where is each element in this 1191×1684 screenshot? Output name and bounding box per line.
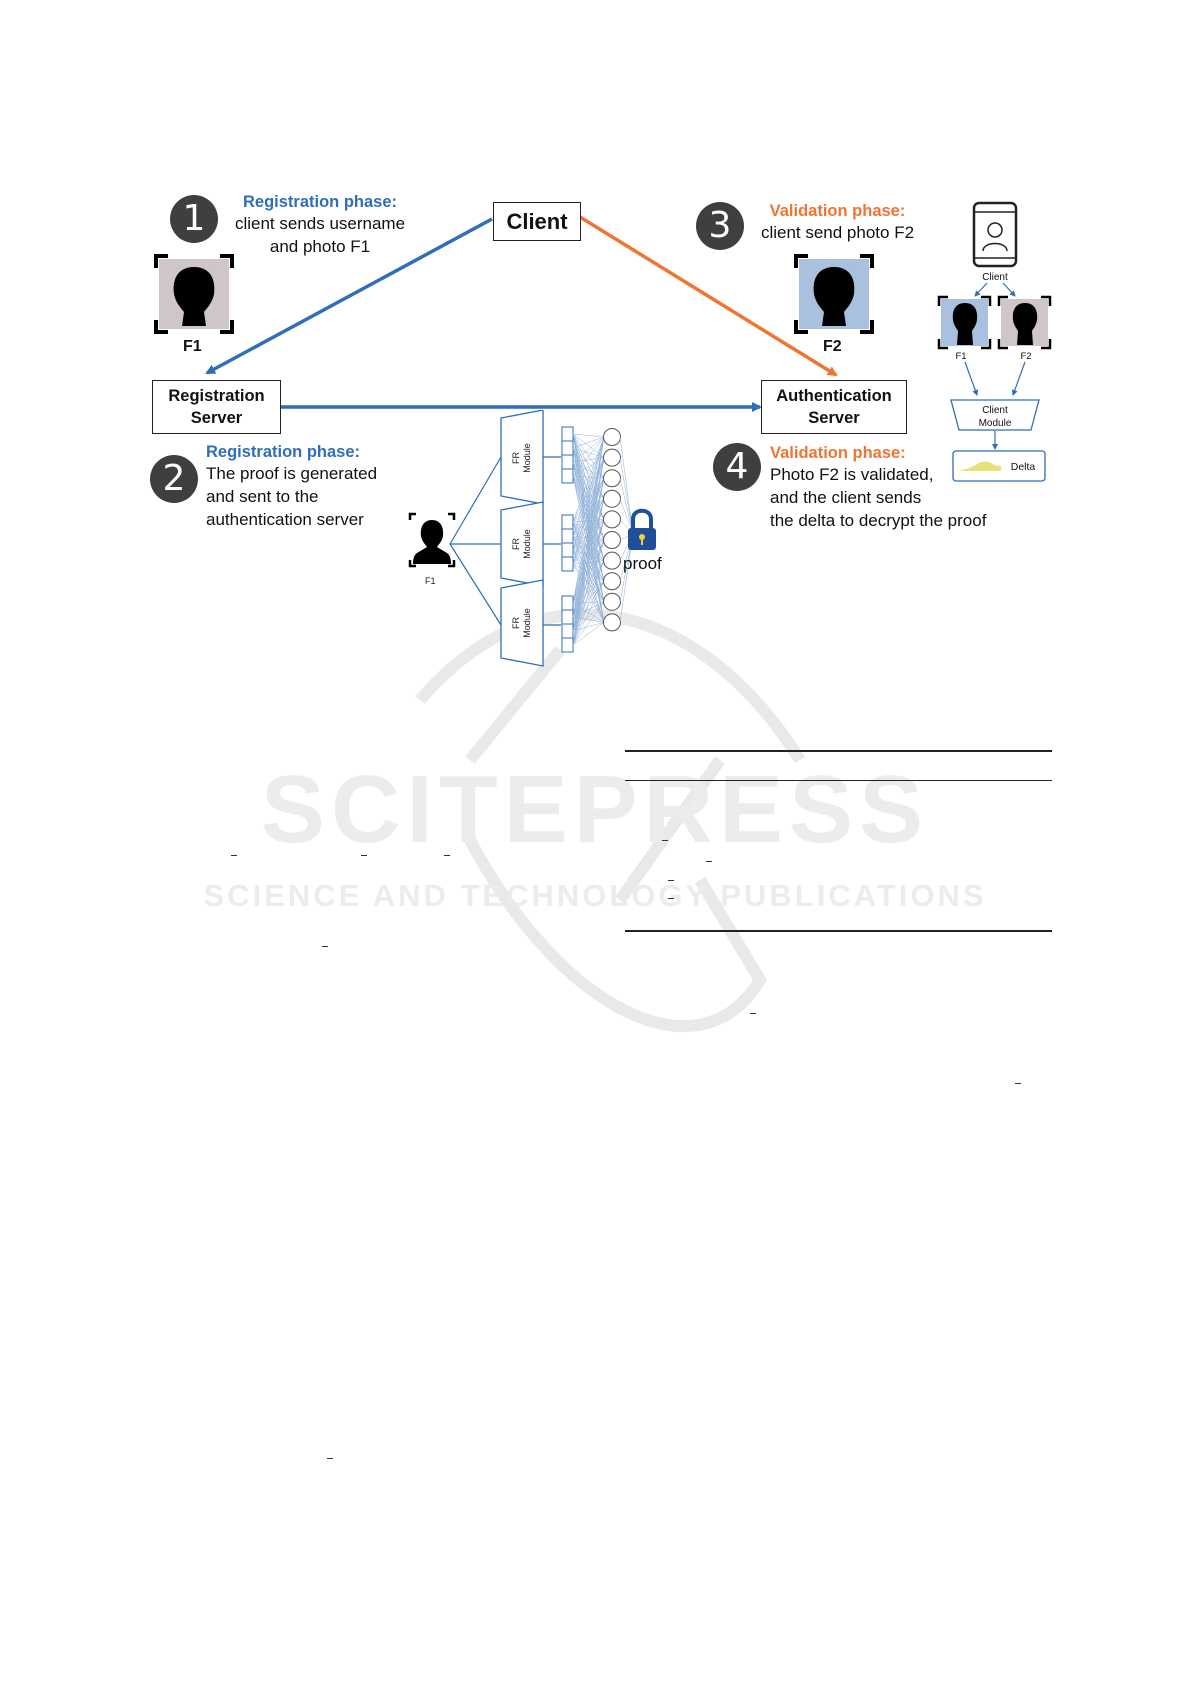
step-2-line2: and sent to the <box>206 487 319 506</box>
watermark-subtitle: SCIENCE AND TECHNOLOGY PUBLICATIONS <box>203 878 986 913</box>
registration-server-label-line2: Server <box>190 409 243 427</box>
step-1-line1: client sends username <box>234 214 406 233</box>
neuron <box>603 489 621 508</box>
authentication-server-box: Authentication Server <box>761 380 907 434</box>
dash-mark <box>662 840 668 841</box>
step-4-line2: and the client sends <box>770 488 922 507</box>
step-1-badge: 1 <box>170 195 218 243</box>
photo-f2-label: F2 <box>823 338 842 355</box>
dash-mark <box>668 880 674 881</box>
step-4-text: Validation phase: Photo F2 is validated,… <box>770 444 1030 532</box>
dash-mark <box>327 1458 333 1459</box>
step-2-text: Registration phase: The proof is generat… <box>206 443 416 531</box>
client-panel: Client F1 F2 Client Module Delta <box>937 201 1052 482</box>
registration-server-box: Registration Server <box>152 380 281 434</box>
dash-mark <box>706 861 712 862</box>
neuron <box>603 551 621 570</box>
table-rule-bottom <box>625 930 1052 932</box>
step-3-badge: 3 <box>696 202 744 250</box>
dash-mark <box>750 1013 756 1014</box>
delta-key-icon <box>959 461 1001 471</box>
table-rule-top <box>625 750 1052 752</box>
client-panel-f2-label: F2 <box>1020 351 1031 362</box>
dash-mark <box>322 946 328 947</box>
step-1-text: Registration phase: client sends usernam… <box>225 193 415 258</box>
input-f1-label: F1 <box>425 576 436 586</box>
client-panel-photo-f1-icon <box>937 295 992 350</box>
client-panel-f1-label: F1 <box>955 351 966 362</box>
neuron <box>603 448 621 467</box>
lock-icon <box>628 508 656 550</box>
fr-modules <box>500 410 544 667</box>
client-label: Client <box>506 208 568 234</box>
fr-module-1-label-line2: Module <box>522 443 532 473</box>
client-module-label-line2: Module <box>979 418 1012 429</box>
step-4-line1: Photo F2 is validated, <box>770 465 934 484</box>
dash-mark <box>1015 1083 1021 1084</box>
step-2-badge: 2 <box>150 455 198 503</box>
fr-module-1-label-line1: FR <box>511 452 521 464</box>
step-4-title: Validation phase: <box>770 444 906 462</box>
neuron <box>603 572 621 591</box>
authentication-server-label-line2: Server <box>808 409 860 427</box>
client-panel-photo-f2-icon <box>997 295 1052 350</box>
step-3-title: Validation phase: <box>769 202 906 220</box>
step-1-line2: and photo F1 <box>269 237 371 256</box>
fr-module-2-label-line1: FR <box>511 538 521 550</box>
photo-f1-label: F1 <box>183 338 202 355</box>
neuron <box>603 592 621 611</box>
dash-mark <box>361 855 367 856</box>
photo-f2-icon <box>794 254 874 334</box>
watermark-title: SCITEPRESS <box>261 756 929 863</box>
client-module-shape <box>950 399 1040 431</box>
proof-label: proof <box>623 554 662 573</box>
fr-module-3 <box>500 579 544 667</box>
dash-mark <box>231 855 237 856</box>
fr-module-2-label-line2: Module <box>522 529 532 559</box>
step-2-line3: authentication server <box>206 510 364 529</box>
table-rule-mid <box>625 780 1052 781</box>
registration-server-label-line1: Registration <box>168 387 265 405</box>
neuron <box>603 531 621 549</box>
step-4-badge: 4 <box>713 443 761 491</box>
photo-f1-icon <box>154 254 234 334</box>
client-module-label-line1: Client <box>982 405 1008 416</box>
input-face-icon <box>408 512 456 568</box>
step-2-line1: The proof is generated <box>206 464 378 483</box>
dash-mark <box>444 855 450 856</box>
client-panel-client-label: Client <box>982 272 1008 283</box>
step-4-line3: the delta to decrypt the proof <box>770 511 987 530</box>
dash-mark <box>668 898 674 899</box>
authentication-server-label-line1: Authentication <box>776 387 892 405</box>
neuron <box>603 428 621 446</box>
proof-network-diagram: FR Module FR Module FR Module proof F1 <box>408 410 662 667</box>
step-1-title: Registration phase: <box>242 193 398 211</box>
fr-module-3-label-line1: FR <box>511 617 521 629</box>
arrow-client-to-registration <box>205 217 493 375</box>
step-3-text: Validation phase: client send photo F2 <box>745 202 930 244</box>
phone-icon <box>972 201 1018 268</box>
neuron <box>603 469 621 488</box>
delta-label: Delta <box>1011 461 1036 473</box>
arrow-client-to-authentication <box>579 215 838 377</box>
neuron <box>603 613 621 632</box>
client-box: Client <box>493 202 581 241</box>
neuron <box>603 510 621 529</box>
fr-module-3-label-line2: Module <box>522 608 532 638</box>
step-2-title: Registration phase: <box>206 443 361 461</box>
step-3-line1: client send photo F2 <box>760 223 915 242</box>
